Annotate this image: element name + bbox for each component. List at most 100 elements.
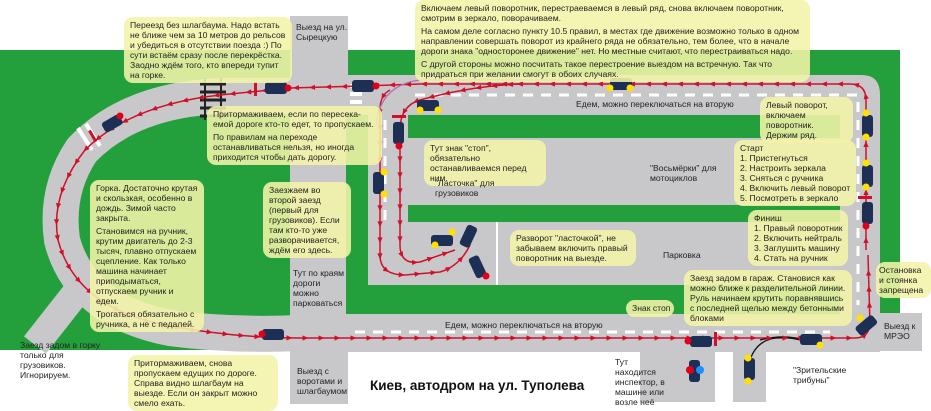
route-arrow-icon (397, 236, 403, 243)
route-arrow-icon (441, 251, 449, 257)
label-inspector: Тут находится инспектор, в машине или во… (615, 357, 665, 407)
route-arrow-icon (860, 333, 868, 339)
route-arrow-icon (382, 266, 390, 273)
route-arrow-icon (430, 335, 437, 341)
route-arrow-icon (654, 335, 661, 341)
note-exit-slow: Притормаживаем, снова пропускаем едущих … (128, 355, 278, 411)
label-stands: "Зрительские трибуны" (793, 365, 847, 385)
route-arrow-icon (606, 335, 613, 341)
car-icon (862, 202, 873, 224)
route-arrow-icon (526, 335, 533, 341)
route-arrow-icon (772, 81, 779, 87)
route-arrow-icon (863, 93, 869, 100)
route-arrow-icon (478, 335, 485, 341)
route-arrow-icon (318, 335, 325, 341)
label-drive-bottom: Едем, можно переключаться на вторую (445, 320, 603, 330)
police-light-red (686, 366, 694, 374)
route-arrow-icon (863, 141, 869, 147)
route-arrow-icon (74, 158, 81, 165)
route-arrow-icon (863, 237, 869, 243)
route-arrow-icon (462, 335, 469, 341)
route-arrow-icon (580, 81, 587, 87)
route-arrow-icon (766, 335, 773, 341)
route-arrow-icon (836, 81, 843, 87)
car-icon (690, 336, 712, 347)
label-reverse-hill: Заезд задом в горку только для грузовико… (20, 340, 101, 380)
route-arrow-icon (334, 335, 341, 341)
route-arrow-icon (121, 117, 129, 123)
route-arrow-icon (397, 204, 403, 211)
route-arrow-icon (381, 92, 387, 100)
label-exit-gate: Выезд с воротами и шлагбаумом (297, 366, 348, 396)
note-lane-change: Включаем левый поворотник, перестраеваем… (415, 0, 810, 82)
route-arrow-icon (507, 81, 514, 87)
route-arrow-icon (95, 134, 102, 141)
route-arrow-icon (750, 335, 757, 341)
label-vosmerki: "Восьмёрки" для мотоциклов (650, 163, 717, 183)
route-arrow-icon (166, 101, 173, 107)
route-arrow-icon (510, 335, 517, 341)
car-icon (265, 82, 287, 94)
route-arrow-icon (782, 335, 789, 341)
note-railway-crossing: Переезд без шлагбаума. Надо встать не бл… (124, 17, 292, 83)
route-arrow-icon (397, 188, 403, 195)
route-arrow-icon (444, 266, 452, 273)
route-arrow-icon (286, 335, 293, 341)
route-arrow-icon (366, 335, 373, 341)
route-arrow-icon (53, 219, 60, 226)
route-arrow-icon (350, 335, 357, 341)
route-arrow-icon (60, 187, 66, 194)
route-arrow-icon (670, 335, 677, 341)
route-arrow-icon (459, 87, 466, 93)
car-icon (468, 255, 487, 279)
route-arrow-icon (548, 81, 555, 87)
route-arrow-icon (398, 335, 405, 341)
route-arrow-icon (245, 89, 252, 95)
route-arrow-icon (398, 272, 405, 278)
route-arrow-icon (500, 81, 507, 87)
route-arrow-icon (58, 249, 64, 257)
route-arrow-icon (532, 81, 539, 87)
car-icon (862, 165, 873, 187)
route-arrow-icon (65, 263, 72, 271)
route-arrow-icon (866, 285, 872, 292)
route-arrow-icon (238, 332, 245, 338)
route-arrow-icon (414, 271, 421, 277)
route-arrow-icon (865, 269, 872, 276)
label-exit-mreo: Выезд к МРЭО (884, 321, 916, 341)
route-arrow-icon (724, 81, 731, 87)
route-arrow-icon (788, 81, 795, 87)
police-light-blue (696, 366, 704, 374)
route-arrow-icon (388, 82, 396, 88)
route-arrow-icon (564, 81, 571, 87)
route-arrow-icon (83, 145, 90, 152)
route-arrow-icon (484, 81, 491, 87)
route-arrow-icon (181, 97, 189, 103)
route-arrow-icon (206, 329, 213, 335)
route-arrow-icon (852, 82, 860, 88)
route-arrow-icon (398, 251, 404, 258)
route-arrow-icon (309, 84, 316, 90)
route-arrow-icon (452, 81, 459, 87)
note-stop-sign: Знак стоп (626, 300, 674, 317)
car-icon (689, 360, 700, 382)
note-crosswalk: Притормаживаем, если по пересека-емой до… (207, 106, 382, 165)
note-hill: Горка. Достаточно крутая и скользкая, ос… (90, 180, 204, 332)
route-arrow-icon (596, 81, 603, 87)
route-arrow-icon (377, 221, 383, 228)
car-icon (352, 80, 374, 92)
route-arrow-icon (491, 82, 498, 89)
route-arrow-icon (866, 301, 873, 308)
car-icon (459, 224, 478, 248)
car-icon (262, 329, 284, 340)
route-arrow-icon (846, 335, 853, 341)
route-arrow-icon (676, 81, 683, 87)
route-arrow-icon (820, 81, 827, 87)
route-arrow-icon (494, 335, 501, 341)
car-icon (862, 115, 873, 137)
label-roadside-parking: Тут по краям дороги можно парковаться (293, 268, 345, 308)
route-arrow-icon (54, 234, 60, 242)
route-arrow-icon (229, 90, 236, 97)
inner-grass (346, 115, 840, 314)
route-arrow-icon (516, 81, 523, 87)
